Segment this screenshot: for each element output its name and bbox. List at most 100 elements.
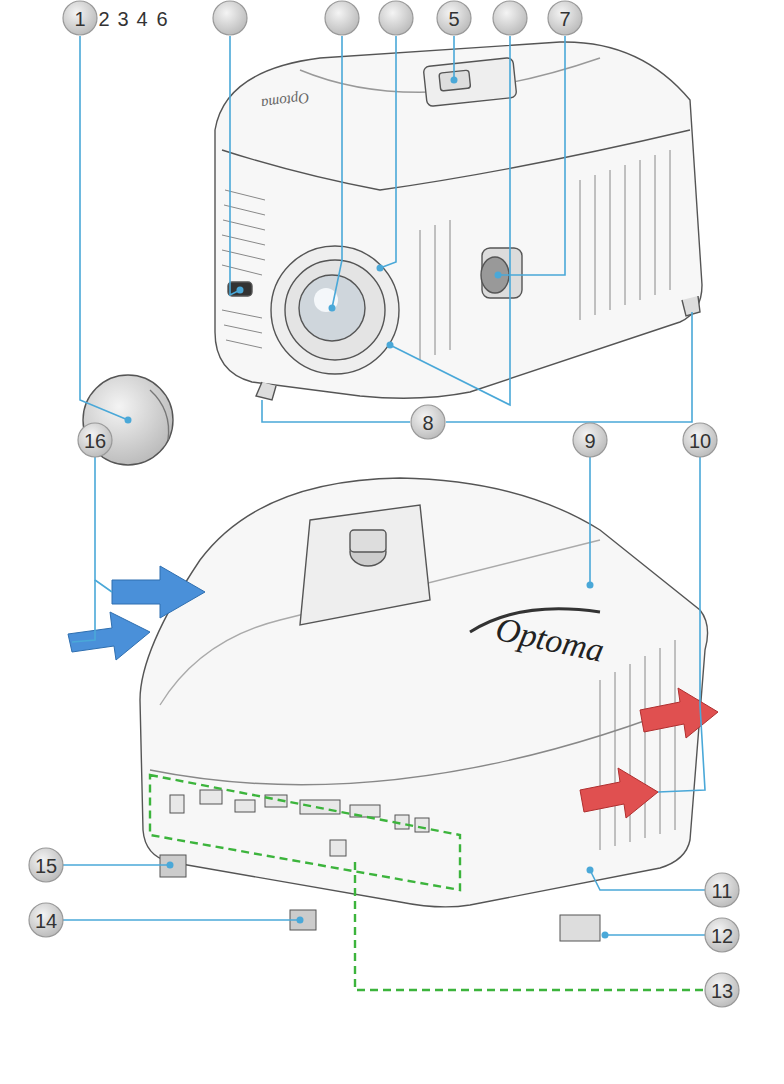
leader-dot	[297, 917, 304, 924]
callout-circle	[78, 423, 112, 457]
vent	[435, 225, 436, 355]
vent-grille	[600, 640, 675, 850]
projector-body	[215, 42, 702, 398]
leader-line	[332, 36, 342, 308]
callout-number: 13	[711, 981, 733, 1001]
leader-line	[355, 862, 705, 990]
leader-lines	[63, 457, 705, 935]
leader-line	[230, 36, 240, 295]
callout-circle	[379, 1, 413, 35]
callout-number: 8	[423, 413, 434, 433]
callout-circle	[705, 973, 739, 1007]
rear-window	[482, 248, 522, 298]
vent	[222, 250, 265, 260]
leader-line	[658, 705, 705, 792]
leader-dot	[377, 265, 384, 272]
vent	[225, 190, 265, 200]
callout-number: 9	[585, 431, 596, 451]
leader-line	[380, 36, 396, 268]
callout-number: 4	[137, 9, 148, 29]
vent	[222, 310, 262, 318]
rear-view	[140, 478, 708, 941]
vent	[224, 325, 262, 333]
intake-arrows	[68, 566, 205, 660]
front-view	[83, 42, 702, 465]
callout-number: 2	[99, 9, 110, 29]
callout-number: 1	[75, 9, 86, 29]
leader-dots	[167, 582, 609, 939]
leader-dot	[495, 272, 502, 279]
zoom-ring	[271, 246, 399, 374]
callout-circle	[63, 1, 97, 35]
callout-number: 11	[712, 881, 733, 901]
leader-dot	[329, 305, 336, 312]
leader-dot	[451, 77, 458, 84]
lens	[299, 275, 365, 341]
exhaust-arrow	[640, 688, 718, 738]
vent	[450, 220, 451, 350]
callout-number: 15	[35, 856, 57, 876]
vent	[640, 160, 641, 300]
callout-circle	[705, 918, 739, 952]
io-panel-outline	[150, 775, 460, 890]
leader-dot	[237, 287, 244, 294]
vent	[222, 265, 262, 275]
focus-recess	[300, 505, 430, 625]
callout-circle	[548, 1, 582, 35]
leader-dot	[167, 862, 174, 869]
leader-line	[95, 457, 112, 592]
callout-circles	[63, 1, 582, 439]
intake-arrow	[68, 612, 150, 660]
leader-line	[589, 457, 591, 585]
callout-number: 3	[118, 9, 129, 29]
body-edge	[222, 130, 690, 190]
vent	[580, 180, 581, 320]
leader-line	[498, 36, 565, 275]
vent	[675, 640, 676, 830]
speaker	[560, 915, 600, 941]
leader-line	[590, 870, 705, 890]
leader-line	[605, 934, 705, 936]
leader-line	[446, 312, 692, 422]
leader-line	[390, 36, 510, 405]
leader-dot	[125, 417, 132, 424]
vent	[595, 175, 596, 315]
port	[415, 818, 429, 832]
callout-number: 6	[157, 9, 168, 29]
callout-number: 16	[84, 431, 106, 451]
callout-circle	[325, 1, 359, 35]
vent	[645, 656, 646, 838]
callout-number: 7	[560, 9, 571, 29]
rear-ports	[160, 790, 600, 941]
foot	[256, 382, 276, 400]
port	[200, 790, 222, 804]
lens-cap-tab	[150, 390, 169, 440]
callout-circle	[411, 405, 445, 439]
callout-circle	[705, 873, 739, 907]
vent	[625, 165, 626, 305]
vent	[660, 648, 661, 834]
leader-line	[63, 919, 300, 921]
leader-line	[453, 36, 455, 80]
focus-ring	[285, 260, 385, 360]
callout-number: 5	[449, 9, 460, 29]
callout-number: 10	[689, 431, 711, 451]
leader-line	[72, 580, 95, 642]
leader-line	[80, 36, 128, 420]
leader-line	[699, 457, 701, 705]
leader-dots	[125, 77, 502, 424]
leader-dot	[587, 582, 594, 589]
top-lid	[300, 58, 600, 92]
exhaust-arrow	[580, 768, 658, 818]
port	[330, 840, 346, 856]
callout-circle	[29, 848, 63, 882]
vent	[670, 150, 671, 290]
io-panel-bracket	[150, 775, 705, 990]
callout-circles	[29, 423, 739, 1007]
leader-dot	[587, 867, 594, 874]
rear-edge	[150, 700, 700, 785]
callout-circle	[213, 1, 247, 35]
vent	[226, 340, 262, 348]
leader-dot	[387, 342, 394, 349]
